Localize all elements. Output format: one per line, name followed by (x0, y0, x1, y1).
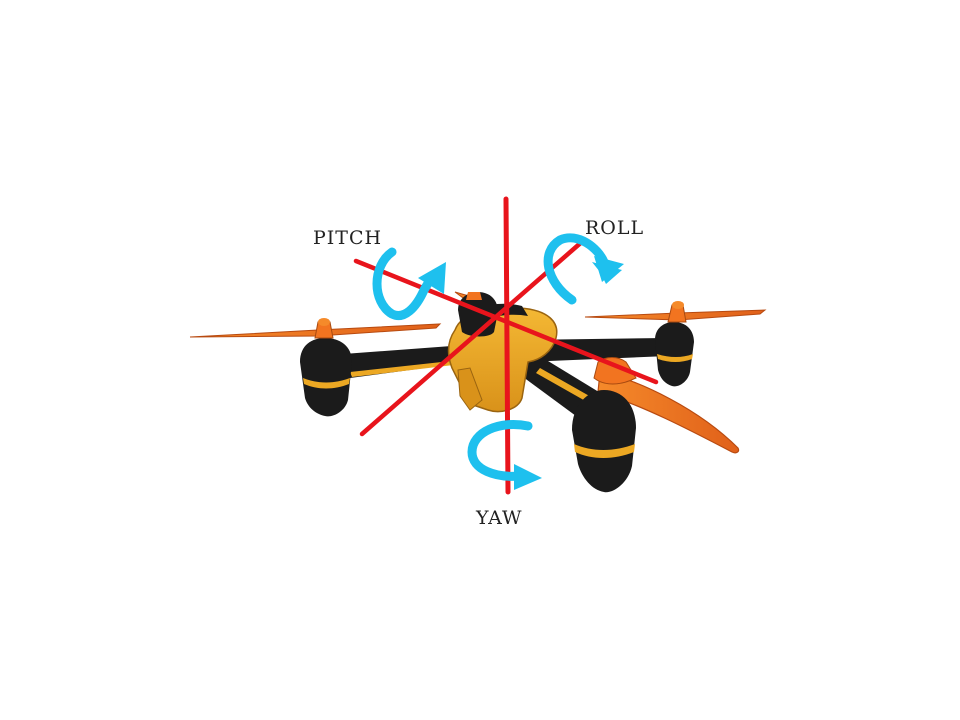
pitch-axis-line (353, 258, 659, 385)
arm-accent-stripe-2 (536, 368, 600, 407)
drone-body-lower (457, 367, 483, 411)
propeller-rear-left (189, 323, 442, 338)
motor-right-front (572, 390, 636, 493)
propeller-front-right (593, 357, 740, 454)
motor-left (300, 318, 352, 417)
yaw-axis-line (503, 196, 511, 495)
motor-right-rear (655, 301, 694, 387)
yaw-rotation-arrow (467, 420, 542, 490)
roll-rotation-arrow (543, 233, 624, 305)
pitch-label: PITCH (313, 227, 382, 249)
curved-arrow-icon (543, 233, 609, 305)
arm-accent-stripe (350, 360, 462, 377)
curved-arrow-icon (467, 420, 533, 481)
curved-arrow-icon (372, 247, 435, 320)
pitch-rotation-arrow (372, 247, 446, 320)
roll-label: ROLL (585, 217, 644, 239)
yaw-label: YAW (475, 507, 523, 529)
